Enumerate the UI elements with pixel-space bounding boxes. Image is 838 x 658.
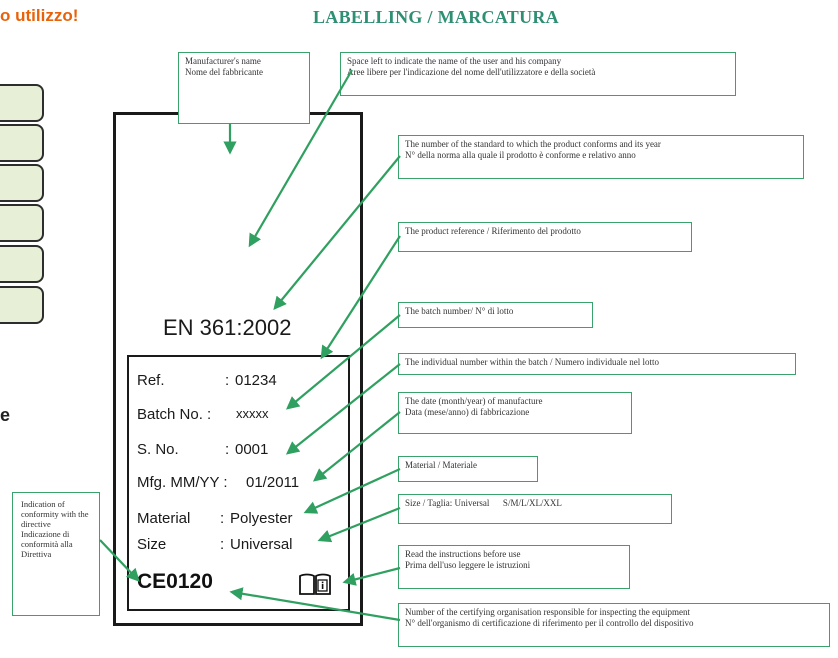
callout-standard: The number of the standard to which the … <box>398 135 804 179</box>
label-row-value: Universal <box>230 536 293 553</box>
callout-user-space: Space left to indicate the name of the u… <box>340 52 736 96</box>
side-row <box>0 245 44 283</box>
side-row <box>0 164 44 202</box>
side-row <box>0 124 44 162</box>
callout-date: The date (month/year) of manufacture Dat… <box>398 392 632 434</box>
label-row-key: Batch No. : <box>137 406 212 423</box>
callout-batch: The batch number/ N° di lotto <box>398 302 593 328</box>
label-row-sep: : <box>225 441 230 458</box>
callout-manufacturer: Manufacturer's name Nome del fabbricante <box>178 52 310 124</box>
label-row-value: xxxxx <box>236 406 269 421</box>
label-row-value: Polyester <box>230 510 293 527</box>
label-data-panel <box>127 355 350 611</box>
label-row-sep: : <box>225 372 230 389</box>
callout-instructions: Read the instructions before use Prima d… <box>398 545 630 589</box>
open-book-info-icon <box>299 573 331 595</box>
callout-material: Material / Materiale <box>398 456 538 482</box>
label-row-sep: : <box>220 536 225 553</box>
callout-reference: The product reference / Riferimento del … <box>398 222 692 252</box>
label-row-key: Material <box>137 510 191 527</box>
label-row-key: Ref. <box>137 372 165 389</box>
fragment-title: o utilizzo! <box>0 6 79 25</box>
label-row-key: Mfg. MM/YY : <box>137 474 228 491</box>
side-row <box>0 286 44 324</box>
diagram-title: LABELLING / MARCATURA <box>313 7 559 27</box>
callout-size: Size / Taglia: Universal S/M/L/XL/XXL <box>398 494 672 524</box>
label-row-key: Size <box>137 536 167 553</box>
callout-certifying: Number of the certifying organisation re… <box>398 603 830 647</box>
label-row-value: 01234 <box>235 372 277 389</box>
callout-conformity: Indication of conformity with the direct… <box>12 492 100 616</box>
ce-mark: CE0120 <box>137 570 213 593</box>
label-row-value: 01/2011 <box>246 474 300 491</box>
side-fragment-letter: e <box>0 405 11 425</box>
side-row <box>0 204 44 242</box>
label-row-key: S. No. <box>137 441 179 458</box>
side-row <box>0 84 44 122</box>
label-standard: EN 361:2002 <box>163 315 292 340</box>
label-row-sep: : <box>220 510 225 527</box>
label-row-value: 0001 <box>235 441 269 458</box>
